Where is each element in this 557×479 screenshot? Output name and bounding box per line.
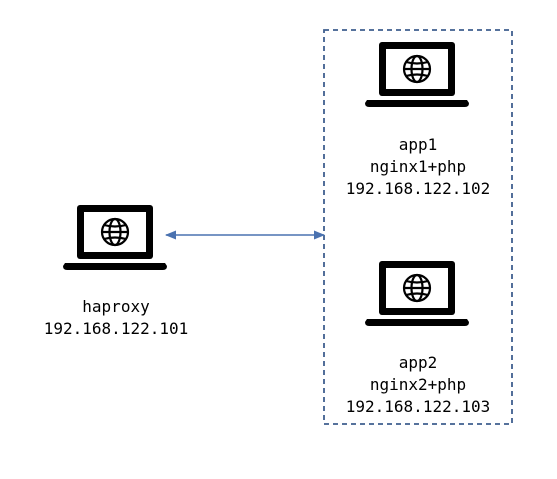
app2-service: nginx2+php: [369, 375, 467, 394]
haproxy-ip: 192.168.122.101: [43, 319, 189, 338]
app2-name: app2: [398, 353, 438, 372]
app2-label: app2 nginx2+php 192.168.122.103: [318, 352, 518, 418]
haproxy-name: haproxy: [82, 297, 150, 316]
app1-laptop-globe-icon: [363, 40, 471, 109]
app1-service: nginx1+php: [369, 157, 467, 176]
app1-label: app1 nginx1+php 192.168.122.102: [318, 134, 518, 200]
haproxy-label: haproxy 192.168.122.101: [16, 296, 216, 340]
app1-ip: 192.168.122.102: [345, 179, 491, 198]
app2-ip: 192.168.122.103: [345, 397, 491, 416]
haproxy-laptop-globe-icon: [61, 203, 169, 272]
app1-name: app1: [398, 135, 438, 154]
app-group-boundary: [323, 29, 513, 425]
app2-laptop-globe-icon: [363, 259, 471, 328]
